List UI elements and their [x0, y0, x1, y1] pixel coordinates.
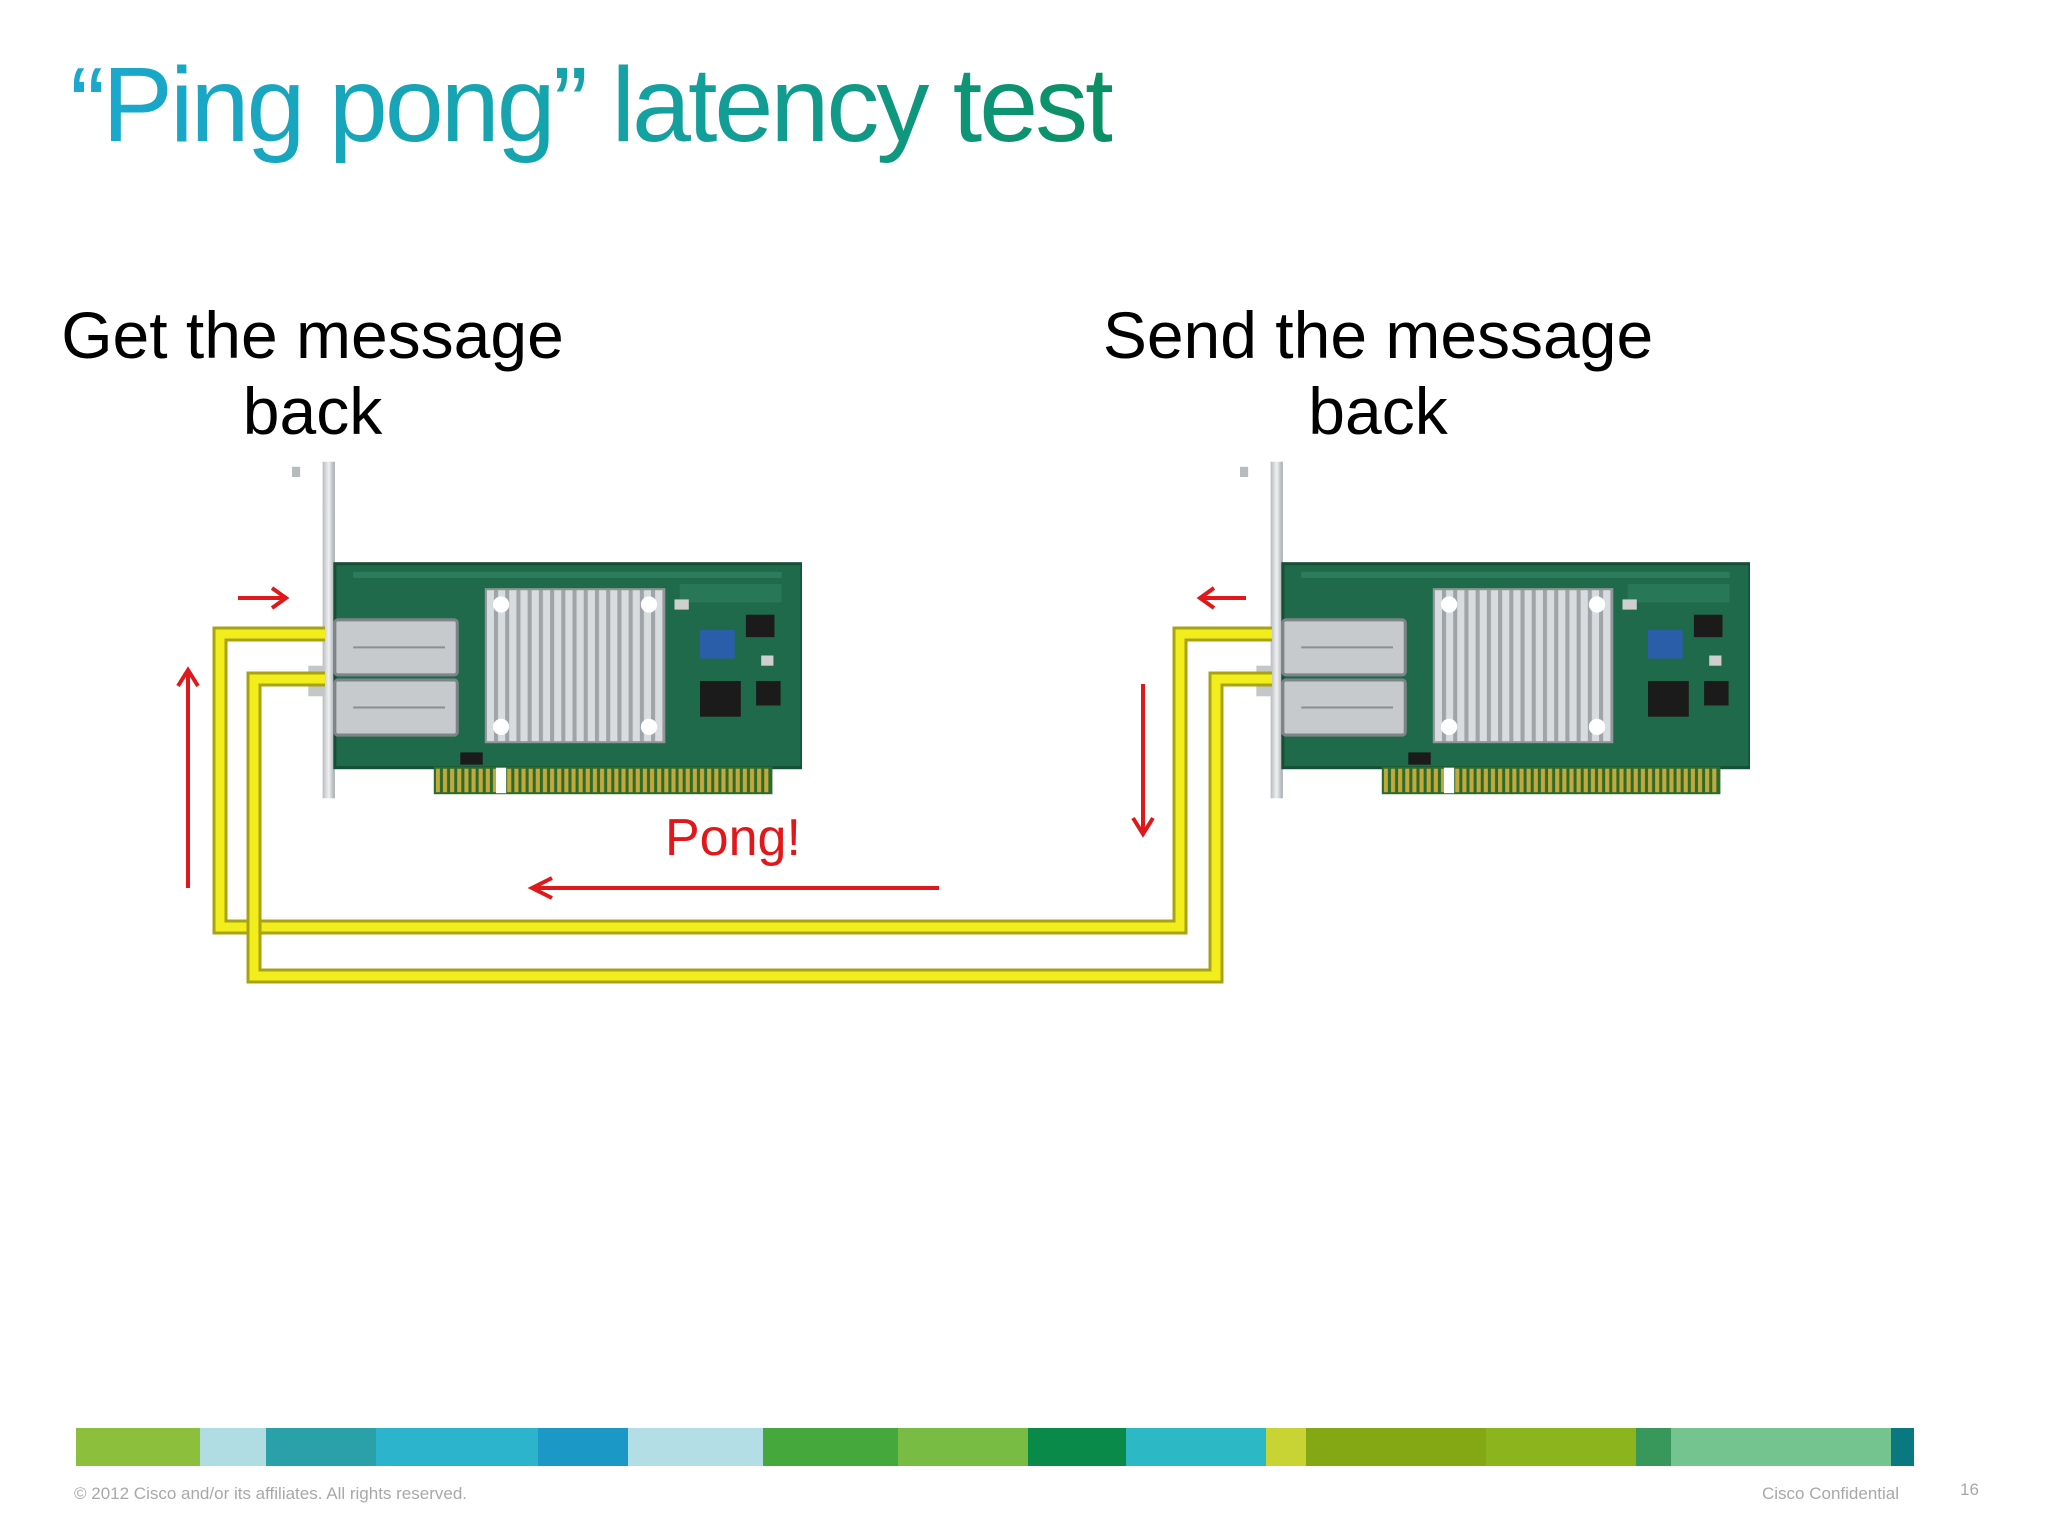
color-bar-segment: [628, 1428, 763, 1466]
color-bar-segment: [1636, 1428, 1671, 1466]
color-bar-segment: [1126, 1428, 1266, 1466]
color-bar-segment: [376, 1428, 538, 1466]
page-number: 16: [1960, 1480, 1979, 1499]
caption-get-message-back: Get the message back: [20, 297, 605, 449]
caption-left-line2: back: [242, 374, 383, 448]
color-bar-segment: [200, 1428, 266, 1466]
color-bar-segment: [538, 1428, 628, 1466]
cable-inner: [246, 671, 1272, 984]
arrow-into-left-card: [238, 586, 290, 610]
caption-right-line1: Send the message: [1102, 298, 1654, 372]
arrow-pong-leftward: [527, 876, 939, 900]
arrow-out-right-card: [1196, 586, 1246, 610]
nic-card-right: [1240, 460, 1750, 800]
arrow-up-left: [176, 666, 200, 888]
pong-label: Pong!: [665, 809, 801, 867]
cable-outer: [212, 626, 1272, 935]
color-bar-segment: [1306, 1428, 1486, 1466]
slide-title: “Ping pong” latency test: [70, 40, 1115, 170]
color-bar-segment: [763, 1428, 898, 1466]
color-bar-segment: [1671, 1428, 1891, 1466]
color-bar-segment: [1486, 1428, 1636, 1466]
nic-card-left: [292, 460, 802, 800]
caption-send-message-back: Send the message back: [1088, 297, 1668, 449]
color-bar-segment: [76, 1428, 200, 1466]
color-bar-segment: [898, 1428, 1028, 1466]
caption-left-line1: Get the message: [61, 298, 564, 372]
decorative-color-bar: [76, 1428, 1974, 1466]
footer-copyright: © 2012 Cisco and/or its affiliates. All …: [74, 1484, 468, 1503]
color-bar-segment: [1891, 1428, 1914, 1466]
caption-right-line2: back: [1308, 374, 1448, 448]
footer-confidential: Cisco Confidential: [1762, 1484, 1900, 1503]
arrow-down-right: [1131, 684, 1155, 838]
color-bar-segment: [266, 1428, 376, 1466]
color-bar-segment: [1266, 1428, 1306, 1466]
color-bar-segment: [1028, 1428, 1126, 1466]
